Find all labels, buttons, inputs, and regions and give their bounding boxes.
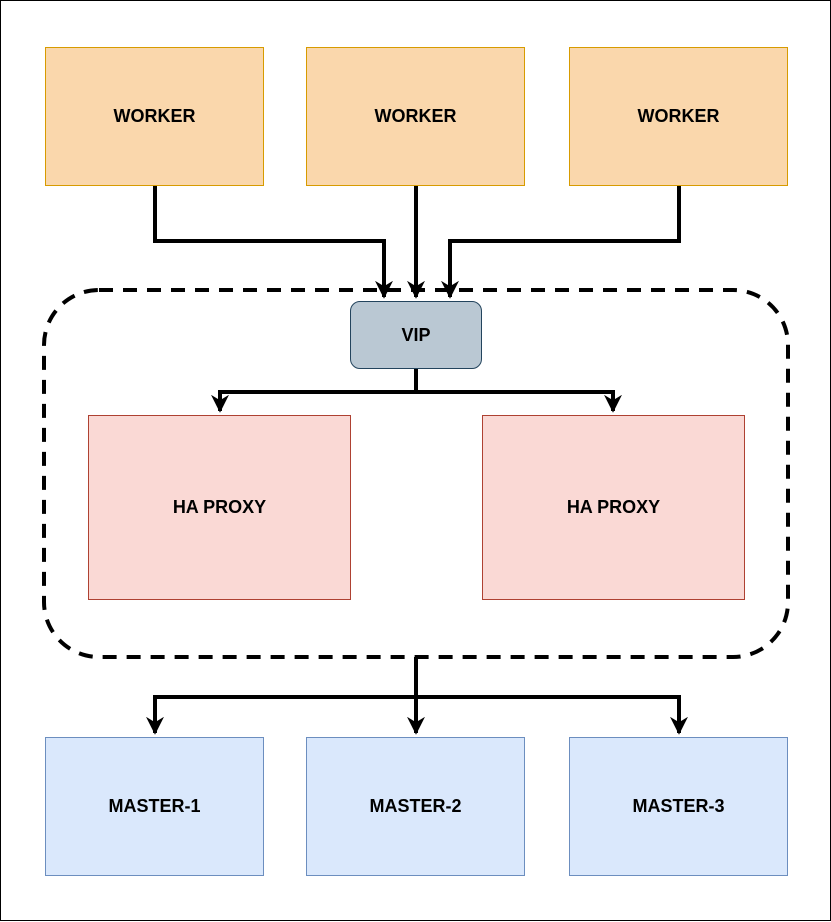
- worker-node-3[interactable]: WORKER: [569, 47, 788, 186]
- master-node-label: MASTER-1: [108, 796, 201, 816]
- ha-proxy-node-label: HA PROXY: [172, 497, 267, 517]
- ha-proxy-node-label: HA PROXY: [566, 497, 661, 517]
- edge-group-to-master-3: [414, 657, 688, 735]
- ha-proxy-node-1[interactable]: HA PROXY: [88, 415, 351, 600]
- master-node-3[interactable]: MASTER-3: [569, 737, 788, 876]
- ha-proxy-node-2[interactable]: HA PROXY: [482, 415, 745, 600]
- edge-group-to-master-1: [146, 657, 418, 735]
- worker-node-label: WORKER: [637, 106, 720, 126]
- master-node-2[interactable]: MASTER-2: [306, 737, 525, 876]
- master-node-label: MASTER-3: [632, 796, 725, 816]
- edge-worker-3-to-vip: [441, 186, 681, 299]
- worker-node-2[interactable]: WORKER: [306, 47, 525, 186]
- edge-vip-to-proxy-1: [211, 369, 418, 413]
- worker-node-1[interactable]: WORKER: [45, 47, 264, 186]
- edge-vip-to-proxy-2: [414, 369, 622, 413]
- worker-node-label: WORKER: [113, 106, 196, 126]
- edge-worker-1-to-vip: [153, 186, 393, 299]
- worker-node-label: WORKER: [374, 106, 457, 126]
- master-node-label: MASTER-2: [369, 796, 462, 816]
- master-node-1[interactable]: MASTER-1: [45, 737, 264, 876]
- vip-node-label: VIP: [401, 324, 431, 345]
- vip-node[interactable]: VIP: [350, 301, 482, 369]
